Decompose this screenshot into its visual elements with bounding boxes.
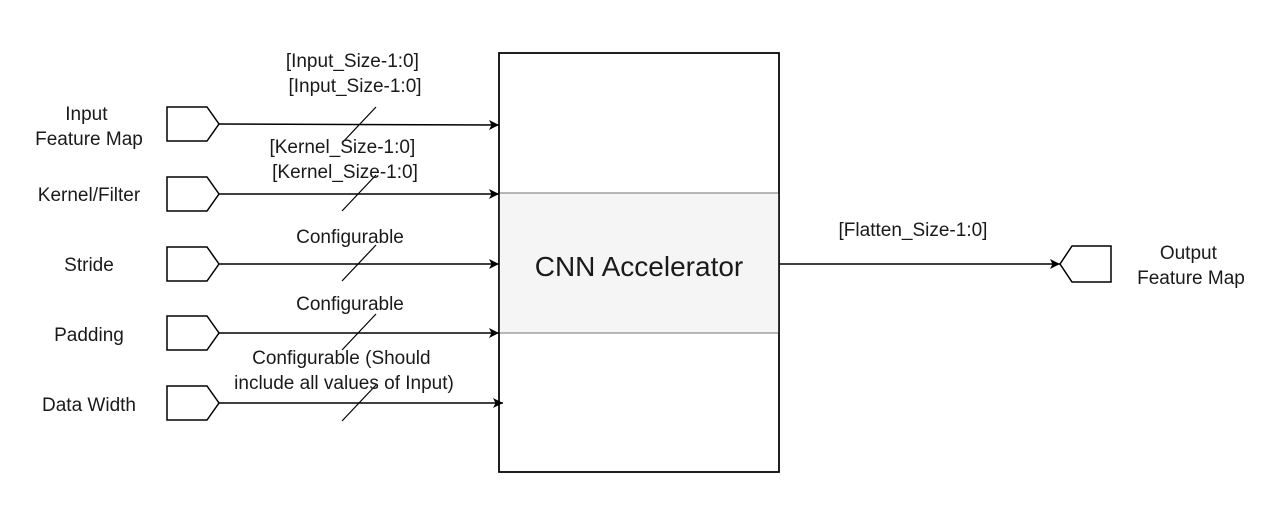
input-port-shape [166, 315, 220, 351]
label-line: Feature Map [1137, 268, 1245, 289]
input-feature-map: Input Feature Map [Input_Size-1:0] [Inpu… [35, 51, 500, 150]
input-port-label: Input Feature Map [35, 104, 143, 150]
input-port-shape [166, 106, 220, 142]
bus-slash [341, 106, 377, 144]
input-stride: Stride Configurable [64, 227, 499, 282]
input-port-label: Data Width [42, 395, 136, 416]
label-line: [Kernel_Size-1:0] [272, 162, 418, 183]
bus-slash [341, 174, 377, 212]
label-line: Configurable (Should [252, 348, 431, 369]
input-port-shape [166, 385, 220, 421]
input-port-label: Kernel/Filter [38, 185, 141, 206]
label-line: Data Width [42, 395, 136, 416]
output-port-label: Output Feature Map [1137, 243, 1245, 289]
label-line: include all values of Input) [234, 373, 454, 394]
label-line: Configurable [296, 227, 404, 248]
bus-width-label: Configurable (Should include all values … [234, 348, 454, 394]
input-port-label: Stride [64, 255, 114, 276]
label-line: Input [65, 104, 108, 125]
input-padding: Padding Configurable [54, 294, 499, 351]
label-line: [Input_Size-1:0] [286, 51, 419, 72]
input-port-label: Padding [54, 325, 124, 346]
block-outline-border [498, 52, 780, 473]
input-port-shape [166, 176, 220, 212]
label-line: Stride [64, 255, 114, 276]
label-line: Configurable [296, 294, 404, 315]
bus-width-label: [Flatten_Size-1:0] [839, 220, 988, 241]
bus-slash [341, 244, 377, 282]
label-line: Kernel/Filter [38, 185, 141, 206]
bus-slash [341, 384, 377, 422]
bus-width-label: Configurable [296, 227, 404, 248]
block-core [498, 192, 780, 334]
bus-slash [341, 313, 377, 351]
label-line: Feature Map [35, 129, 143, 150]
label-line: [Flatten_Size-1:0] [839, 220, 988, 241]
bus-width-label: [Input_Size-1:0] [Input_Size-1:0] [286, 51, 424, 97]
bus-width-label: Configurable [296, 294, 404, 315]
label-line: [Kernel_Size-1:0] [269, 137, 415, 158]
label-line: [Input_Size-1:0] [288, 76, 421, 97]
block-title: CNN Accelerator [535, 251, 744, 282]
label-line: Output [1160, 243, 1218, 264]
accelerator-block: CNN Accelerator [498, 52, 780, 473]
input-data-width: Data Width Configurable (Should include … [42, 348, 503, 422]
output-port-shape [1059, 245, 1112, 283]
label-line: Padding [54, 325, 124, 346]
output-feature-map: [Flatten_Size-1:0] Output Feature Map [779, 220, 1245, 289]
input-kernel-filter: Kernel/Filter [Kernel_Size-1:0] [Kernel_… [38, 137, 499, 212]
input-port-shape [166, 246, 220, 282]
bus-width-label: [Kernel_Size-1:0] [Kernel_Size-1:0] [269, 137, 420, 183]
